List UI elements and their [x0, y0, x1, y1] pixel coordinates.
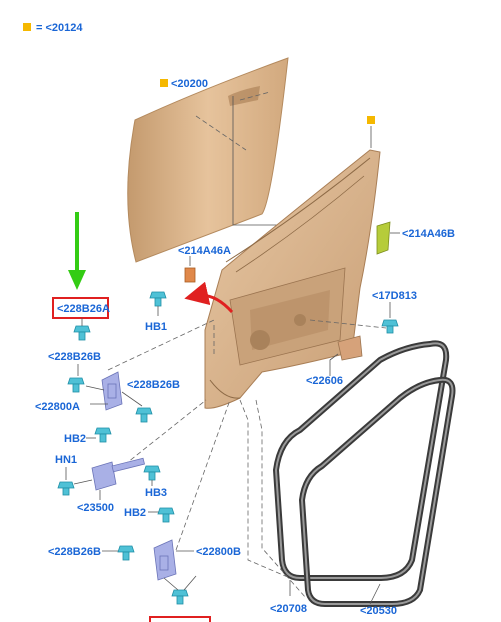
label-22800b: <22800B	[196, 546, 241, 558]
label-23500: <23500	[77, 502, 114, 514]
label-228b26b-2: <228B26B	[127, 379, 180, 391]
bolt-228b26b-1-icon	[67, 377, 85, 393]
legend-marker-icon	[23, 23, 31, 31]
upper-hinge-icon	[101, 371, 123, 411]
outer-panel-marker-icon	[160, 79, 168, 87]
label-hb2-lower: HB2	[124, 507, 146, 519]
label-bracket-left: <214A46A	[178, 245, 231, 257]
bolt-hb3-icon	[143, 465, 161, 481]
label-outer-panel: <20200	[171, 78, 208, 90]
label-22800a: <22800A	[35, 401, 80, 413]
label-17d813: <17D813	[372, 290, 417, 302]
label-hn1: HN1	[55, 454, 77, 466]
label-bracket-right: <214A46B	[402, 228, 455, 240]
label-20530: <20530	[360, 605, 397, 617]
bolt-228b26b-3-icon	[117, 545, 135, 561]
highlight-box-bottom	[149, 616, 211, 622]
part-17d813-icon	[381, 319, 399, 334]
bolt-228b26b-2-icon	[135, 407, 153, 423]
label-228b26b-3: <228B26B	[48, 546, 101, 558]
door-seal-20708	[273, 340, 450, 581]
legend-text: = <20124	[36, 22, 83, 34]
label-20708: <20708	[270, 603, 307, 615]
red-arrow-icon	[184, 281, 234, 314]
bolt-lower-icon	[171, 589, 189, 605]
highlight-box-228b26a	[52, 297, 109, 319]
lower-hinge-icon	[153, 539, 177, 581]
label-228b26b-1: <228B26B	[48, 351, 101, 363]
bolt-hb2-upper-icon	[94, 427, 112, 443]
frame-marker-icon	[367, 116, 375, 124]
label-hb1: HB1	[145, 321, 167, 333]
bolt-hn1-icon	[57, 481, 75, 496]
door-seal-20530	[299, 376, 456, 607]
hb1-bolt-icon	[149, 291, 167, 307]
green-arrow-icon	[68, 212, 86, 290]
part-228b26a-bolt-icon	[73, 325, 91, 341]
label-22606: <22606	[306, 375, 343, 387]
legend: = <20124	[23, 22, 83, 34]
inner-door-frame	[204, 149, 381, 409]
bolt-hb2-lower-icon	[157, 507, 175, 523]
outer-door-panel	[127, 57, 310, 263]
label-hb3: HB3	[145, 487, 167, 499]
bracket-right-icon	[376, 221, 391, 255]
label-228b26a: <228B26A	[57, 303, 110, 315]
door-check-icon	[91, 457, 145, 491]
bracket-left-icon	[184, 267, 196, 283]
label-hb2-upper: HB2	[64, 433, 86, 445]
part-22606-icon	[337, 335, 363, 361]
